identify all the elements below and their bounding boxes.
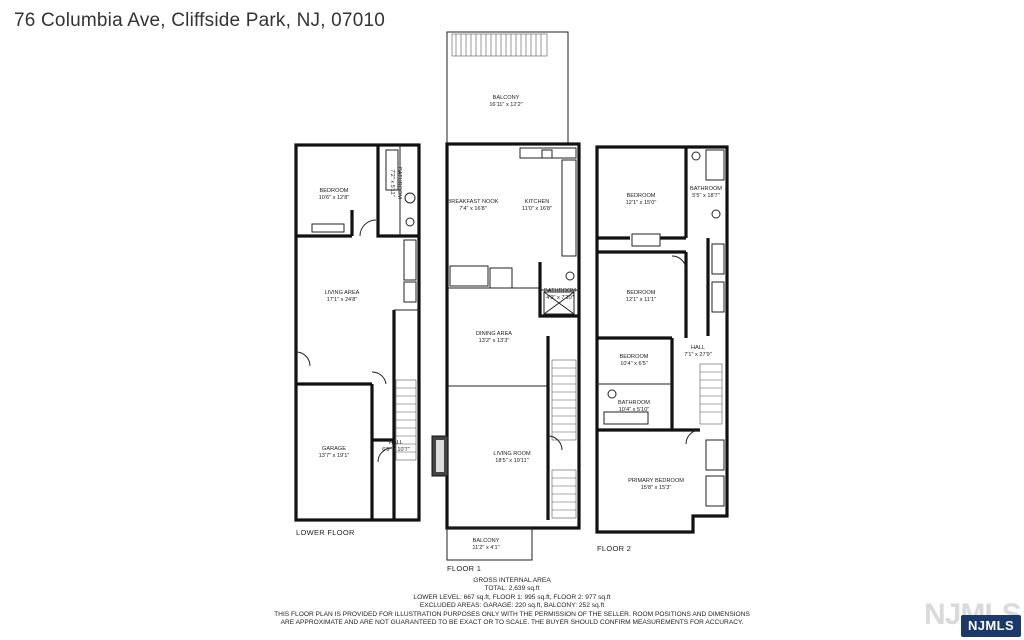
lower-hall-label: HALL 6'5" x 10'7" (382, 440, 410, 454)
room-dims: 12'1" x 11'1" (625, 296, 657, 303)
floor2-walls (595, 145, 729, 534)
room-name: BATHROOM (395, 167, 402, 199)
room-name: BREAKFAST NOOK (447, 199, 499, 205)
floor1-rear-balcony-label: BALCONY 16'11" x 12'2" (489, 95, 522, 109)
room-dims: 6'5" x 10'7" (382, 446, 410, 453)
lower-living-area-label: LIVING AREA 17'1" x 24'8" (325, 290, 360, 304)
room-dims: 7'2" x 5'11" (389, 169, 395, 197)
room-dims: 13'7" x 19'1" (318, 452, 350, 459)
room-dims: 10'4" x 6'5" (620, 360, 648, 367)
room-dims: 15'8" x 15'3" (640, 484, 672, 491)
room-name: BATHROOM (690, 186, 722, 192)
room-name: LIVING ROOM (493, 451, 531, 457)
room-dims: 5'5" x 18'7" (692, 192, 720, 199)
floor2-bathroom1-label: BATHROOM 5'5" x 18'7" (690, 186, 722, 200)
room-name: BEDROOM (619, 354, 649, 360)
floor1-fixtures (431, 147, 577, 519)
lower-floor-walls (294, 143, 421, 522)
room-name: BATHROOM (544, 288, 576, 294)
breakfast-nook-label: BREAKFAST NOOK 7'4" x 16'8" (448, 199, 499, 213)
area-heading: GROSS INTERNAL AREA (473, 577, 551, 584)
disclaimer-line1: THIS FLOOR PLAN IS PROVIDED FOR ILLUSTRA… (274, 610, 750, 618)
floor2-bedroom1-label: BEDROOM 12'1" x 15'0" (626, 193, 657, 207)
room-name: KITCHEN (524, 199, 550, 205)
room-dims: 16'11" x 12'2" (489, 101, 523, 108)
room-name: HALL (388, 440, 403, 446)
area-excluded: EXCLUDED AREAS: GARAGE: 220 sq.ft, BALCO… (419, 602, 605, 610)
floor1-balcony (446, 31, 569, 145)
lower-bedroom-label: BEDROOM 10'6" x 12'8" (319, 188, 350, 202)
floor2-hall-label: HALL 7'1" x 27'9" (684, 345, 712, 359)
room-dims: 10'6" x 12'8" (318, 194, 350, 201)
area-total: TOTAL: 2,639 sq.ft (484, 585, 540, 593)
njmls-badge: NJMLS (961, 615, 1021, 637)
area-summary: GROSS INTERNAL AREA TOTAL: 2,639 sq.ft L… (212, 577, 812, 628)
floor1-front-balcony (446, 527, 533, 561)
dining-area-label: DINING AREA 13'2" x 13'3" (476, 331, 512, 345)
room-name: DINING AREA (475, 331, 513, 337)
room-dims: 18'5" x 19'11" (495, 457, 529, 464)
room-dims: 11'0" x 16'8" (521, 205, 553, 212)
living-room-label: LIVING ROOM 18'5" x 19'11" (493, 451, 530, 465)
room-dims: 17'1" x 24'8" (326, 296, 358, 303)
listing-address: 76 Columbia Ave, Cliffside Park, NJ, 070… (14, 10, 386, 31)
floor1-front-balcony-label: BALCONY 11'2" x 4'1" (472, 538, 499, 552)
room-dims: 10'4" x 5'10" (618, 406, 650, 413)
room-name: BALCONY (492, 95, 520, 101)
lower-floor-fixtures (295, 149, 417, 463)
room-name: BEDROOM (626, 193, 656, 199)
room-dims: 12'1" x 15'0" (625, 199, 657, 206)
kitchen-label: KITCHEN 11'0" x 16'8" (522, 199, 552, 213)
lower-bathroom-label: BATHROOM 7'2" x 5'11" (388, 167, 402, 199)
floor1-walls (445, 142, 581, 530)
room-dims: 7'1" x 27'9" (684, 351, 712, 358)
room-name: BALCONY (472, 538, 500, 544)
room-name: BEDROOM (626, 290, 656, 296)
room-name: BATHROOM (618, 400, 650, 406)
floor1-bathroom-label: BATHROOM 4'9" x 7'10" (544, 288, 576, 302)
floor2-bedroom2-label: BEDROOM 12'1" x 11'1" (626, 290, 656, 304)
room-dims: 4'9" x 7'10" (546, 294, 574, 301)
area-breakdown: LOWER LEVEL: 667 sq.ft, FLOOR 1: 995 sq.… (413, 593, 611, 601)
disclaimer-line2: ARE APPROXIMATE AND ARE NOT GUARANTEED T… (280, 619, 744, 627)
floor2-bedroom3-label: BEDROOM 10'4" x 6'5" (620, 354, 649, 368)
primary-bedroom-label: PRIMARY BEDROOM 15'8" x 15'3" (628, 478, 684, 492)
room-name: PRIMARY BEDROOM (628, 478, 684, 484)
floor2-fixtures (603, 149, 725, 507)
floor1-label: FLOOR 1 (447, 564, 482, 573)
room-name: HALL (690, 345, 705, 351)
lower-floor-label: LOWER FLOOR (296, 528, 355, 537)
floor2-label: FLOOR 2 (597, 544, 632, 553)
room-name: BEDROOM (319, 188, 349, 194)
floor2-bathroom2-label: BATHROOM 10'4" x 5'10" (618, 400, 650, 414)
room-name: LIVING AREA (324, 290, 360, 296)
room-dims: 13'2" x 13'3" (478, 337, 510, 344)
room-name: GARAGE (322, 446, 346, 452)
room-dims: 11'2" x 4'1" (472, 544, 500, 551)
room-dims: 7'4" x 16'8" (459, 205, 487, 212)
garage-label: GARAGE 13'7" x 19'1" (319, 446, 350, 460)
